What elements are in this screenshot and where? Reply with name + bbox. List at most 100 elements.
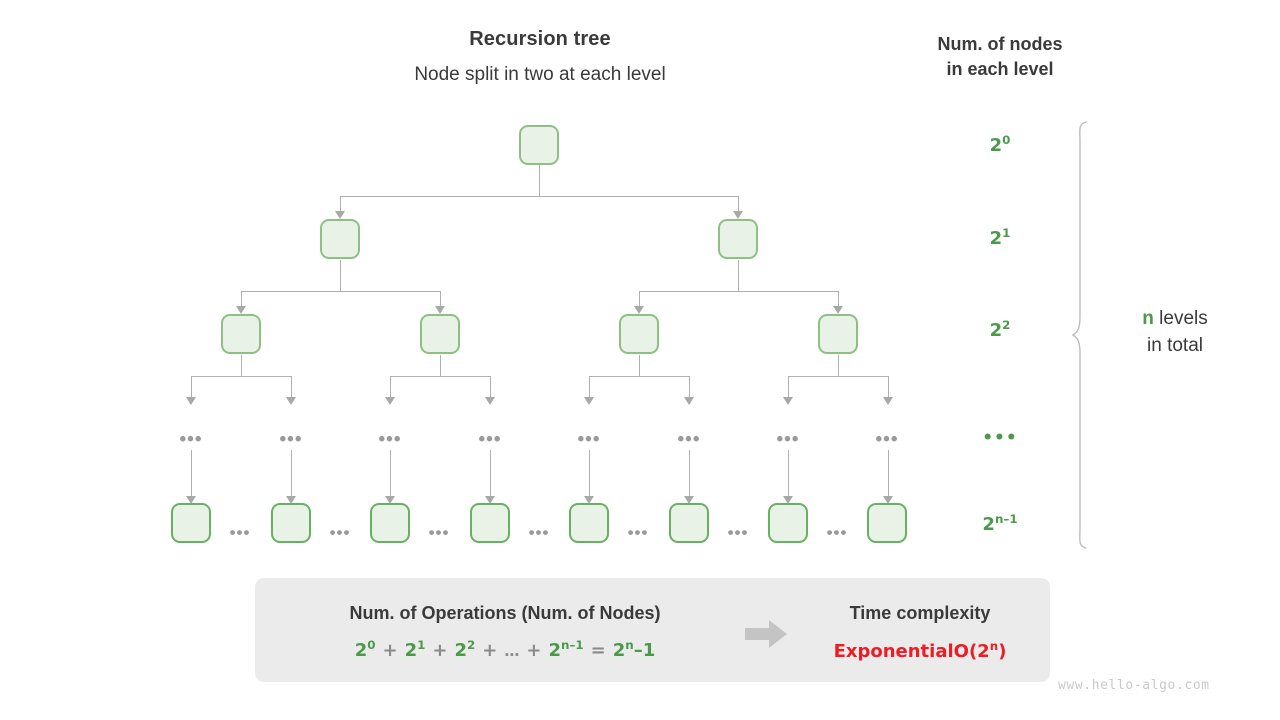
arrowhead-l2-4 <box>833 306 843 314</box>
tree-level-ellipsis: ••• <box>776 429 800 450</box>
complexity-word: Exponential <box>833 641 954 662</box>
levels-total-label: n levels in total <box>1100 305 1250 359</box>
connector-l1b-stem <box>738 260 739 291</box>
tree-node[interactable] <box>768 503 808 543</box>
levels-brace <box>1071 120 1098 555</box>
levels-total-word: levels <box>1159 308 1208 329</box>
leaf-row-ellipsis: ••• <box>627 523 649 542</box>
connector-l2c-bar <box>589 376 690 377</box>
arrowhead-l3-6 <box>684 397 694 405</box>
formula-equals: = <box>590 640 606 661</box>
arrowhead-l2-2 <box>435 306 445 314</box>
level-count-1-exp: 1 <box>1002 226 1011 240</box>
connector-l0-drop-left <box>340 196 341 217</box>
tree-node[interactable] <box>271 503 311 543</box>
connector-l2d-drop-left <box>788 376 789 399</box>
connector-l0-stem <box>539 165 540 196</box>
level-count-2-exp: 2 <box>1002 318 1011 332</box>
watermark: www.hello-algo.com <box>1058 678 1210 693</box>
connector-l1b-drop-right <box>838 291 839 312</box>
formula-result: 2n–1 <box>612 638 656 661</box>
arrowhead-leaf-6 <box>684 496 694 504</box>
connector-l2c-drop-left <box>589 376 590 399</box>
brace-icon <box>1071 121 1087 549</box>
formula-term-3: 22 <box>454 638 476 661</box>
tree-node[interactable] <box>320 219 360 259</box>
formula-term-last: 2n–1 <box>548 638 584 661</box>
formula-plus-4: + <box>526 640 542 661</box>
connector-l1a-drop-right <box>440 291 441 312</box>
arrowhead-l2-1 <box>236 306 246 314</box>
level-count-2: 22 <box>950 318 1050 341</box>
connector-l2d-bar <box>788 376 889 377</box>
arrowhead-leaf-5 <box>584 496 594 504</box>
summary-panel <box>255 578 1050 682</box>
tree-node[interactable] <box>470 503 510 543</box>
tree-node[interactable] <box>669 503 709 543</box>
level-count-1-base: 2 <box>989 228 1003 249</box>
tree-level-ellipsis: ••• <box>378 429 402 450</box>
num-nodes-header-line2: in each level <box>946 59 1054 79</box>
arrowhead-l3-5 <box>584 397 594 405</box>
tree-node[interactable] <box>221 314 261 354</box>
leaf-row-ellipsis: ••• <box>428 523 450 542</box>
leaf-row-ellipsis: ••• <box>826 523 848 542</box>
connector-l3-drop-8 <box>888 450 889 498</box>
connector-l3-drop-2 <box>291 450 292 498</box>
arrowhead-l3-3 <box>385 397 395 405</box>
arrowhead-leaf-7 <box>783 496 793 504</box>
arrowhead-leaf-4 <box>485 496 495 504</box>
arrowhead-leaf-1 <box>186 496 196 504</box>
tree-node[interactable] <box>718 219 758 259</box>
connector-l3-drop-7 <box>788 450 789 498</box>
arrowhead-l1-left <box>335 211 345 219</box>
arrowhead-l3-7 <box>783 397 793 405</box>
level-count-0: 20 <box>950 133 1050 156</box>
tree-node[interactable] <box>171 503 211 543</box>
arrowhead-l2-3 <box>634 306 644 314</box>
connector-l2a-drop-left <box>191 376 192 399</box>
formula-plus-1: + <box>382 640 398 661</box>
connector-l2d-stem <box>838 355 839 376</box>
num-nodes-column-header: Num. of nodes in each level <box>900 32 1100 82</box>
tree-node[interactable] <box>519 125 559 165</box>
tree-node[interactable] <box>619 314 659 354</box>
tree-node[interactable] <box>420 314 460 354</box>
arrowhead-l3-8 <box>883 397 893 405</box>
formula-plus-3: + <box>482 640 498 661</box>
connector-l2c-stem <box>639 355 640 376</box>
level-count-0-base: 2 <box>989 135 1003 156</box>
connector-l3-drop-6 <box>689 450 690 498</box>
leaf-row-ellipsis: ••• <box>528 523 550 542</box>
complexity-big-o: O(2n) <box>953 639 1007 662</box>
num-nodes-header-line1: Num. of nodes <box>937 34 1063 54</box>
connector-l2d-drop-right <box>888 376 889 399</box>
tree-level-ellipsis: ••• <box>179 429 203 450</box>
arrowhead-leaf-3 <box>385 496 395 504</box>
levels-total-variable: n <box>1142 308 1154 329</box>
connector-l2a-bar <box>191 376 292 377</box>
connector-l1a-stem <box>340 260 341 291</box>
time-complexity-value: ExponentialO(2n) <box>800 639 1040 662</box>
time-complexity-title: Time complexity <box>849 603 991 623</box>
tree-node[interactable] <box>370 503 410 543</box>
tree-level-ellipsis: ••• <box>875 429 899 450</box>
connector-l2c-drop-right <box>689 376 690 399</box>
tree-level-ellipsis: ••• <box>677 429 701 450</box>
operations-title: Num. of Operations (Num. of Nodes) <box>349 603 661 623</box>
level-count-last: 2n–1 <box>950 512 1050 535</box>
connector-l1b-bar <box>639 291 839 292</box>
tree-node[interactable] <box>569 503 609 543</box>
connector-l2a-drop-right <box>291 376 292 399</box>
connector-l2b-bar <box>390 376 491 377</box>
level-count-last-base: 2 <box>982 514 995 535</box>
tree-node[interactable] <box>867 503 907 543</box>
tree-level-ellipsis: ••• <box>279 429 303 450</box>
arrowhead-l3-4 <box>485 397 495 405</box>
level-count-0-exp: 0 <box>1002 133 1011 147</box>
formula-term-2: 21 <box>404 638 426 661</box>
leaf-row-ellipsis: ••• <box>329 523 351 542</box>
tree-node[interactable] <box>818 314 858 354</box>
arrowhead-leaf-8 <box>883 496 893 504</box>
